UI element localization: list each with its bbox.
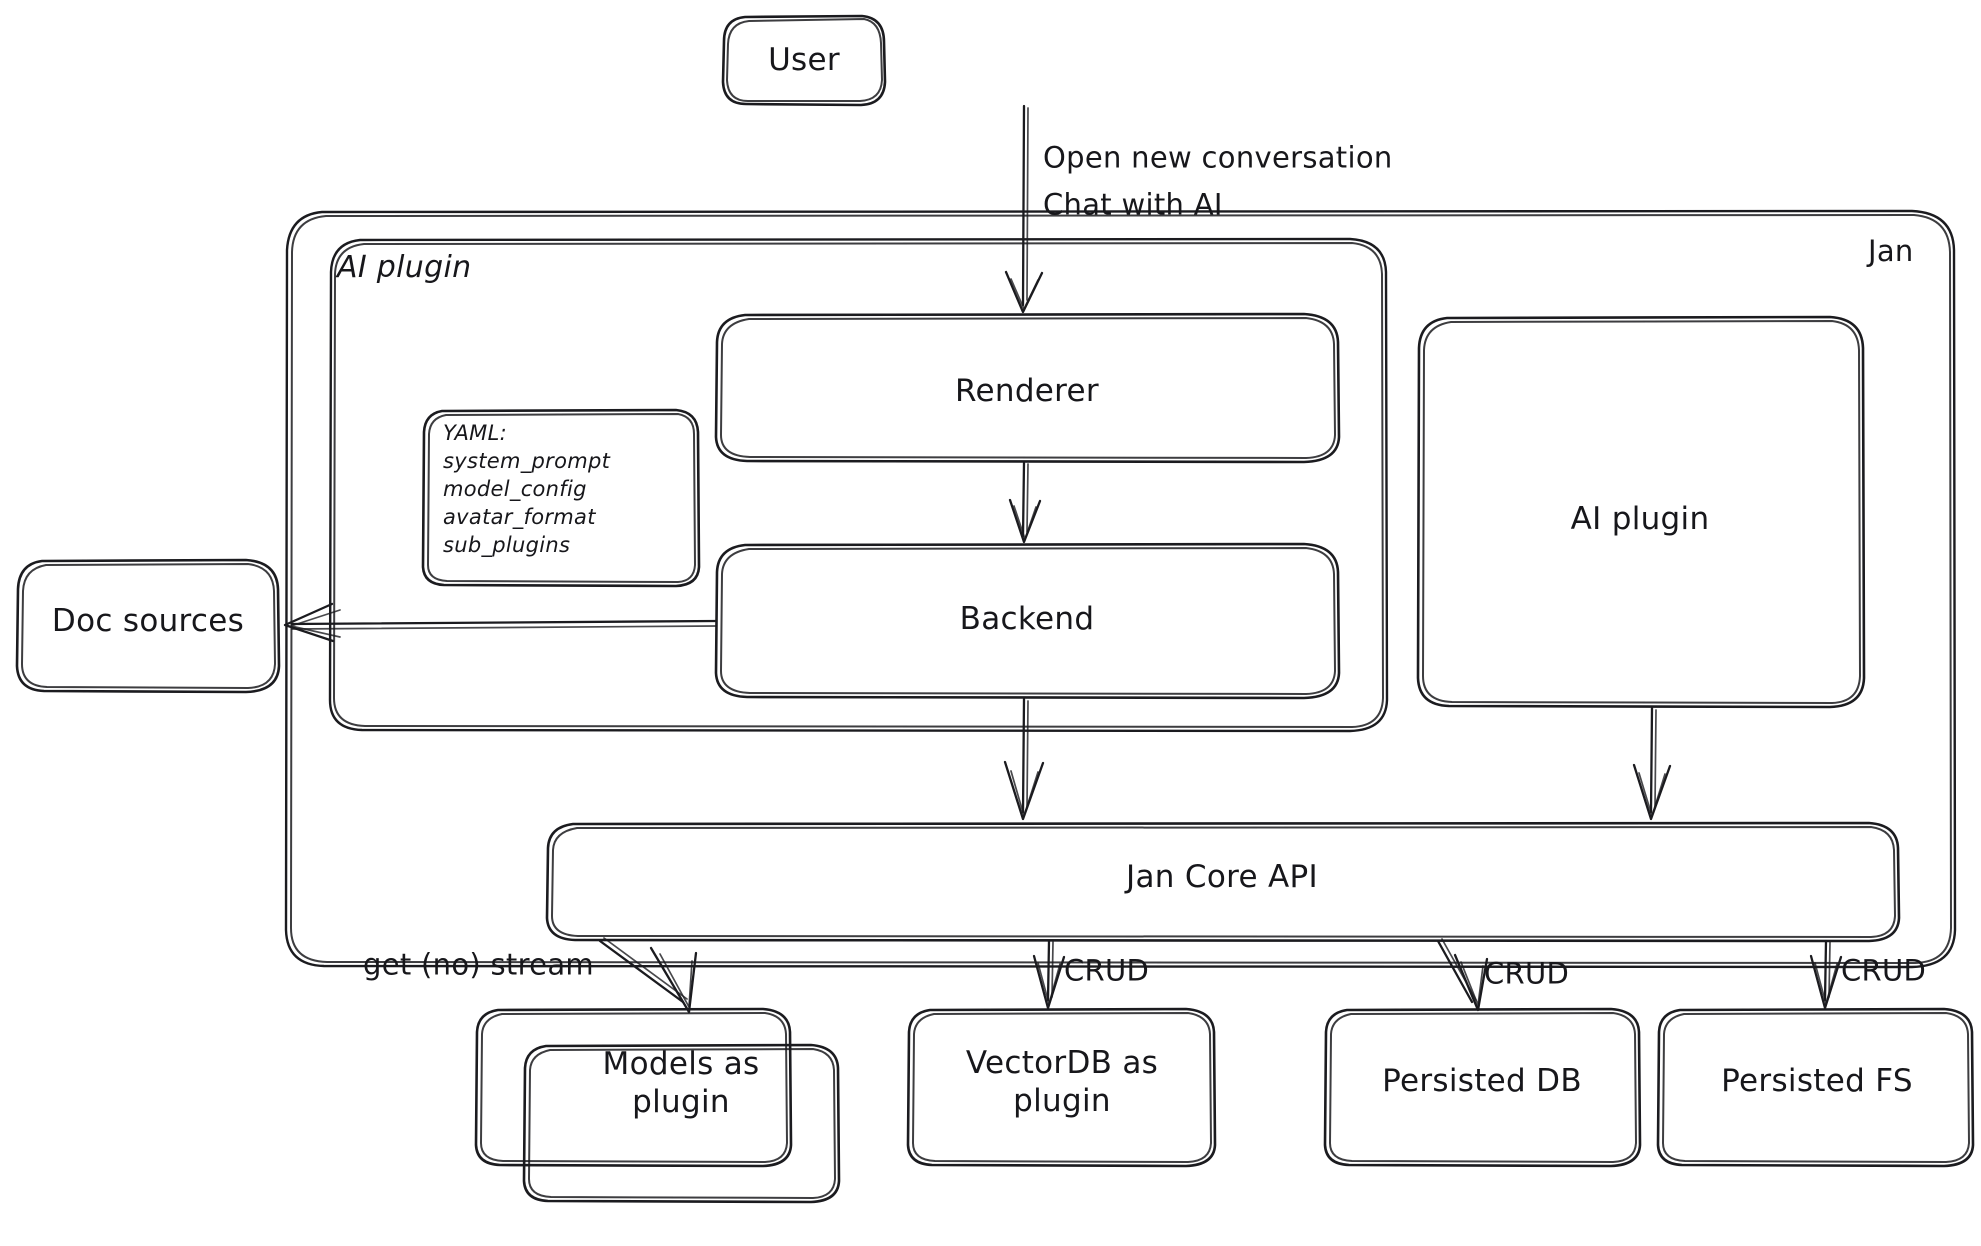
renderer-box-shape [714,312,1341,464]
edge-ai-plugin-to-core-api [1632,706,1672,821]
jan-core-api-box-shape [545,821,1901,943]
ai-plugin-container-label: AI plugin [337,250,472,285]
edge-backend-to-core-api [1003,697,1045,821]
doc-sources-label: Doc sources [51,603,245,640]
backend-label: Backend [959,601,1095,638]
models-as-plugin-label: Models as plugin [602,1046,760,1120]
vectordb-as-plugin-label: VectorDB as plugin [965,1045,1159,1119]
edge-renderer-to-backend [1008,461,1042,544]
doc-sources-box-shape [15,558,281,694]
vectordb-as-plugin-shape [906,1007,1217,1168]
user-box-shape [721,14,887,107]
yaml-note-shape [421,408,701,588]
user-label: User [768,42,840,79]
persisted-db-label: Persisted DB [1382,1063,1582,1100]
edge-core-api-to-persisted-fs [1809,939,1843,1010]
edge-label-chat-with-ai: Chat with AI [1043,187,1223,222]
backend-box-shape [714,542,1341,700]
ai-plugin-container-shape [328,237,1389,733]
yaml-note-text: YAML: system_prompt model_config avatar_… [443,421,611,557]
persisted-fs-label: Persisted FS [1721,1063,1913,1100]
models-as-plugin-shape [474,1007,841,1204]
jan-container-label: Jan [1868,234,1914,268]
renderer-label: Renderer [955,373,1099,410]
edge-label-open-new-conversation: Open new conversation [1043,140,1393,175]
edge-label-crud-vectordb: CRUD [1064,953,1150,988]
jan-core-api-label: Jan Core API [1126,859,1318,896]
edge-core-api-to-persisted-db [1436,938,1489,1012]
persisted-fs-shape [1656,1007,1975,1168]
persisted-db-shape [1323,1007,1642,1168]
edge-label-crud-persisted-db: CRUD [1484,956,1570,991]
edge-backend-to-doc-sources [283,602,718,643]
edge-label-get-no-stream: get (no) stream [363,947,594,982]
edge-label-crud-persisted-fs: CRUD [1841,953,1927,988]
jan-container-shape [284,209,1957,969]
edge-user-to-renderer [1004,104,1044,314]
edge-core-api-to-vectordb [1032,939,1066,1010]
edge-core-api-to-models [598,937,698,1014]
ai-plugin-box-shape [1416,315,1866,709]
ai-plugin-label: AI plugin [1570,501,1710,538]
